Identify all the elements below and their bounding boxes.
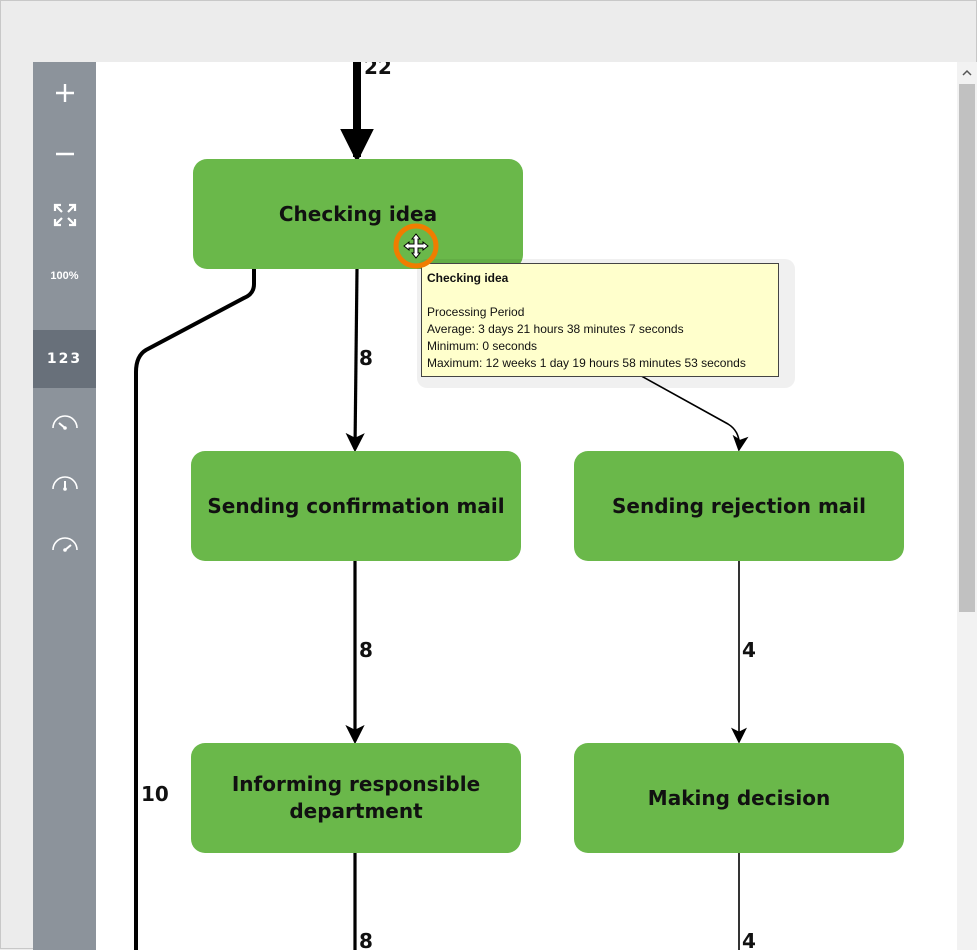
node-checking-idea[interactable]: Checking idea — [193, 159, 523, 269]
tooltip-minimum: Minimum: 0 seconds — [427, 339, 538, 353]
zoom-level-label: 100% — [50, 270, 79, 282]
gauge-medium-icon — [51, 476, 78, 491]
speed-view-slow-button[interactable] — [33, 392, 96, 450]
node-sending-confirmation-mail[interactable]: Sending confirmation mail — [191, 451, 521, 561]
scroll-up-button[interactable] — [957, 64, 977, 82]
zoom-in-button[interactable] — [33, 64, 96, 122]
edge-check-bypass — [134, 269, 256, 950]
edge-label-incoming: 22 — [364, 62, 392, 79]
node-informing-responsible-department[interactable]: Informing responsible department — [191, 743, 521, 853]
plus-icon — [55, 84, 74, 102]
scrollbar-thumb[interactable] — [959, 84, 975, 612]
node-making-decision[interactable]: Making decision — [574, 743, 904, 853]
speed-view-medium-button[interactable] — [33, 453, 96, 511]
tooltip-title: Checking idea — [427, 271, 509, 285]
process-diagram-canvas[interactable]: 22 8 8 4 10 8 4 Checking idea Sending co… — [96, 62, 957, 950]
expand-icon — [53, 203, 76, 227]
zoom-out-button[interactable] — [33, 125, 96, 183]
edge-label-bypass: 10 — [141, 782, 169, 806]
diagram-edges — [134, 62, 749, 950]
edge-label-reject-to-decision: 4 — [742, 638, 756, 662]
node-sending-rejection-mail[interactable]: Sending rejection mail — [574, 451, 904, 561]
edge-label-inform-out: 8 — [359, 929, 373, 950]
diagram-toolbar: 100% 123 — [33, 62, 96, 950]
tooltip-average: Average: 3 days 21 hours 38 minutes 7 se… — [427, 322, 684, 336]
gauge-slow-icon — [51, 415, 78, 430]
speed-view-fast-button[interactable] — [33, 514, 96, 572]
fit-to-screen-button[interactable] — [33, 186, 96, 244]
edge-check-to-reject — [615, 361, 749, 452]
vertical-scrollbar[interactable] — [957, 62, 977, 950]
move-cursor-icon — [393, 223, 439, 269]
edge-label-confirm-to-inform: 8 — [359, 638, 373, 662]
edge-label-decision-out: 4 — [742, 929, 756, 950]
edge-label-check-to-confirm: 8 — [359, 346, 373, 370]
node-tooltip: Checking idea Processing Period Average:… — [421, 263, 779, 377]
tooltip-section: Processing Period — [427, 305, 525, 319]
tooltip-maximum: Maximum: 12 weeks 1 day 19 hours 58 minu… — [427, 356, 746, 370]
frequency-view-button[interactable]: 123 — [33, 330, 96, 388]
frequency-label: 123 — [46, 351, 83, 367]
minus-icon — [55, 152, 74, 156]
zoom-level-button[interactable]: 100% — [33, 247, 96, 305]
gauge-fast-icon — [51, 537, 78, 552]
chevron-up-icon — [962, 69, 972, 76]
edge-check-to-confirm — [345, 268, 365, 453]
